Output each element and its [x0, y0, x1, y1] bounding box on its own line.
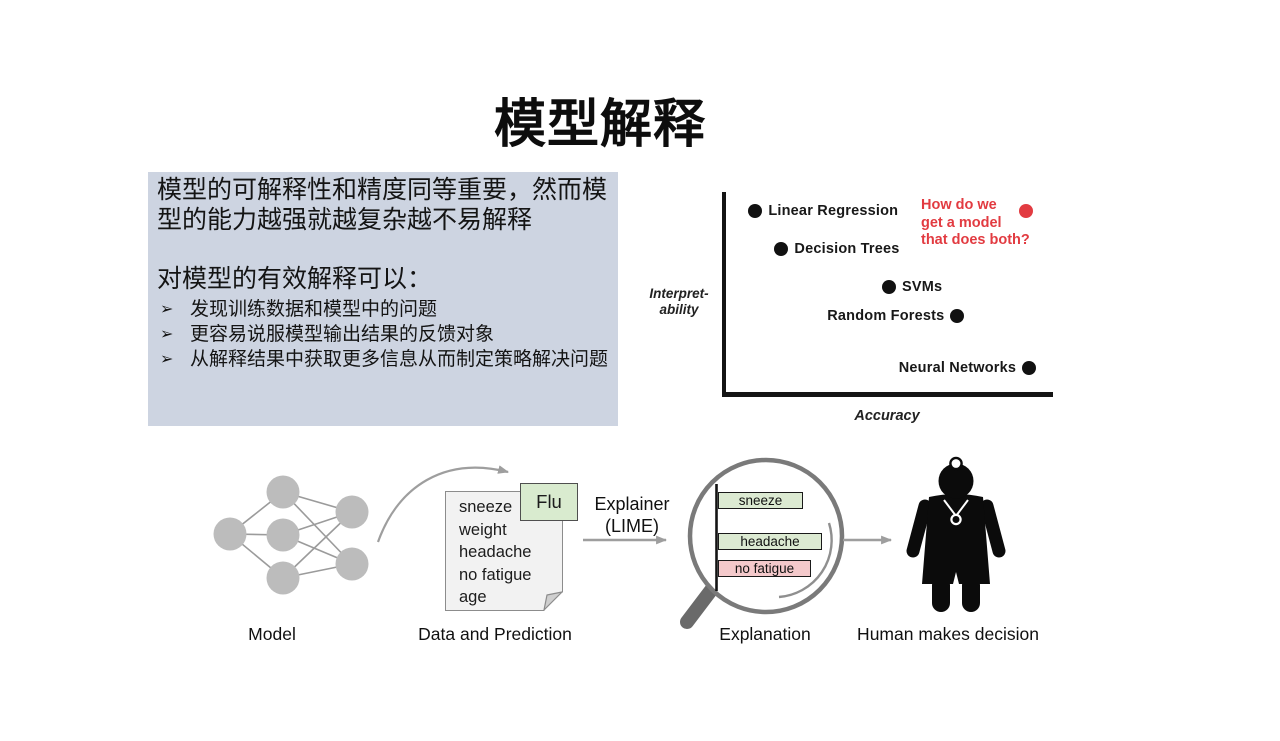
chart-annotation: How do we get a model that does both?	[921, 197, 1030, 248]
explanation-bar-no-fatigue: no fatigue	[718, 560, 811, 577]
data-point-dot	[882, 279, 896, 294]
page-title: 模型解释	[493, 96, 707, 154]
data-point-dot	[950, 309, 965, 324]
data-point-dot	[748, 203, 763, 218]
data-point-label: SVMs	[902, 278, 943, 295]
model-caption: Model	[248, 624, 296, 644]
intro-textbox: 模型的可解释性和精度同等重要，然而模型的能力越强就越复杂越不易解释 对模型的有效…	[148, 172, 618, 426]
textbox-paragraph-1: 模型的可解释性和精度同等重要，然而模型的能力越强就越复杂越不易解释	[157, 176, 608, 234]
textbox-paragraph-2: 对模型的有效解释可以：	[157, 265, 433, 293]
chart-x-axis	[722, 392, 1053, 397]
doctor-icon	[906, 456, 1006, 612]
textbox-bullet-list: ➢ 发现训练数据和模型中的问题 ➢ 更容易说服模型输出结果的反馈对象 ➢ 从解释…	[157, 297, 610, 372]
bullet-item: ➢ 更容易说服模型输出结果的反馈对象	[157, 322, 610, 347]
data-point-dot	[774, 241, 789, 256]
explanation-bar-sneeze: sneeze	[718, 492, 803, 509]
arrow-bullet-icon: ➢	[160, 301, 174, 318]
explanation-caption: Explanation	[719, 624, 811, 644]
neural-network-icon	[213, 475, 369, 595]
data-point-label: Decision Trees	[794, 240, 900, 257]
explanation-bars: sneeze headache no fatigue	[718, 490, 826, 590]
data-point-label: Neural Networks	[898, 360, 1017, 377]
prediction-label: Flu	[536, 491, 562, 512]
data-point-label: Linear Regression	[768, 202, 899, 219]
data-point-dot	[1018, 203, 1033, 218]
bullet-item: ➢ 从解释结果中获取更多信息从而制定策略解决问题	[157, 347, 610, 372]
explainer-label: Explainer (LIME)	[594, 494, 670, 536]
prediction-box: Flu	[520, 483, 578, 521]
bullet-text: 发现训练数据和模型中的问题	[190, 299, 438, 320]
chart-y-axis	[722, 192, 726, 397]
data-prediction-caption: Data and Prediction	[418, 624, 572, 644]
explanation-bar-headache: headache	[718, 533, 822, 550]
bullet-text: 从解释结果中获取更多信息从而制定策略解决问题	[190, 349, 609, 370]
data-point-dot	[1022, 361, 1037, 376]
stethoscope-icon	[943, 499, 969, 518]
bullet-text: 更容易说服模型输出结果的反馈对象	[190, 324, 495, 345]
arrow-bullet-icon: ➢	[160, 351, 174, 368]
arrow-bullet-icon: ➢	[160, 326, 174, 343]
head-mirror-icon	[949, 456, 963, 471]
human-caption: Human makes decision	[857, 624, 1039, 644]
data-point-label: Random Forests	[827, 308, 945, 325]
bullet-item: ➢ 发现训练数据和模型中的问题	[157, 297, 610, 322]
chart-y-axis-label: Interpret- ability	[649, 286, 709, 317]
chart-x-axis-label: Accuracy	[854, 408, 920, 424]
